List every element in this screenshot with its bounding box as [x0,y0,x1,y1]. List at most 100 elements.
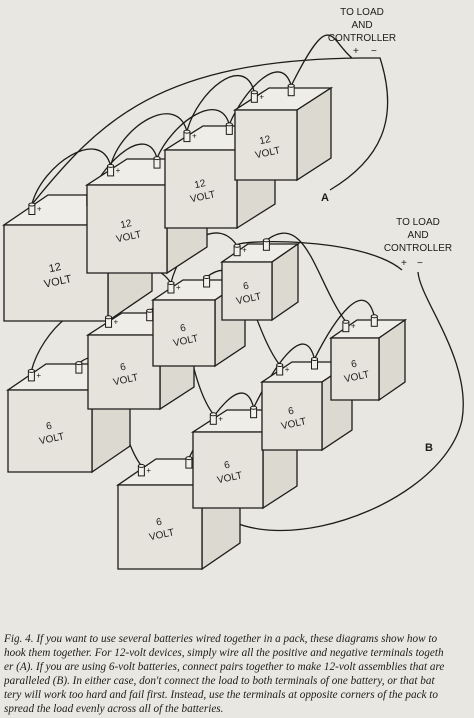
battery-b1-unit: VOLT [235,291,262,307]
battery-b3-front [87,334,161,410]
battery-b5-terminal-pos [342,319,350,333]
battery-b4-terminal-neg [75,361,83,374]
battery-a4-terminal-pos [28,202,36,215]
battery-b7-terminal-neg [250,405,258,419]
wire-a-load-neg [290,34,353,86]
battery-a2-front [164,149,238,229]
battery-b8-terminal-pos [137,463,145,477]
battery-b1-voltage: 6 [242,281,250,293]
battery-b8-terminal-neg [185,456,193,469]
wire-b-neg-1 [313,299,375,360]
batteries: +12VOLT+12VOLT+12VOLT+12VOLT+6VOLT+6VOLT… [1,83,408,571]
figure-label-b: B [425,442,433,454]
figure-caption: Fig. 4. If you want to use several batte… [4,632,470,716]
battery-b8-plus: + [146,466,151,475]
battery-a1-plus: + [259,92,264,101]
caption-line-4: paralleled (B). In either case, don't co… [4,675,435,687]
battery-b6-terminal-neg [311,357,318,370]
battery-a4-voltage: 12 [48,261,62,275]
battery-b6-front [261,381,323,451]
battery-b3-terminal-neg [146,308,154,322]
battery-b4-terminal-pos [27,368,35,382]
battery-b5-terminal-neg [370,314,378,327]
battery-a3-terminal-pos [107,163,115,177]
to-load-b-plus: + [401,258,407,269]
battery-b2-voltage: 6 [179,323,187,335]
battery-b3-unit: VOLT [112,372,139,388]
battery-b4-front [7,389,93,473]
battery-b5-voltage: 6 [350,359,358,371]
to-load-b-line2: AND [407,230,428,241]
battery-a3-plus: + [116,166,121,175]
battery-a4-unit: VOLT [43,273,73,291]
to-load-a-plus: + [353,46,359,57]
wire-a-pos-2 [109,113,188,167]
battery-b5-front [330,337,380,401]
wire-a-pos-1 [186,74,255,132]
battery-b3-terminal-pos [105,315,113,328]
battery-b6-terminal-pos [276,363,284,376]
battery-a3-front [86,184,168,274]
battery-b2-front [152,299,216,367]
battery-a2-terminal-neg [225,122,233,135]
to-load-a-line2: AND [351,20,372,31]
battery-b1-plus: + [242,246,247,255]
battery-b6-unit: VOLT [280,416,307,432]
battery-a1-terminal-pos [250,90,258,103]
battery-b1-terminal-neg [262,238,270,251]
wire-b-series-1 [266,232,347,323]
battery-a1-terminal-neg [287,83,295,97]
battery-a2-plus: + [192,132,197,141]
battery-a2-voltage: 12 [193,178,207,191]
battery-b4-plus: + [36,371,41,380]
wire-a-neg-2 [156,109,230,159]
wire-a-load-pos [31,57,389,205]
battery-a1-front [234,109,298,181]
to-load-b-minus: − [417,258,423,269]
battery-b8-unit: VOLT [148,527,175,543]
wire-b-load-pos [236,241,403,271]
to-load-a-minus: − [371,46,377,57]
labels: TO LOAD AND CONTROLLER + − A TO LOAD AND… [321,7,452,454]
battery-b2-terminal-pos [167,281,175,294]
caption-line-5: tery will work too hard and fail first. … [4,689,439,701]
battery-b6-voltage: 6 [287,406,295,418]
caption-line-1: Fig. 4. If you want to use several batte… [4,633,438,645]
battery-b6-plus: + [285,365,290,374]
to-load-b-line1: TO LOAD [396,217,440,228]
figure-label-a: A [321,192,329,204]
battery-b5-plus: + [351,322,356,331]
battery-a3-terminal-neg [153,156,161,169]
to-load-a-line3: CONTROLLER [328,33,396,44]
battery-a3-unit: VOLT [115,229,142,245]
battery-a1-unit: VOLT [254,145,281,161]
battery-b7-unit: VOLT [216,470,243,486]
battery-a1-voltage: 12 [258,134,272,147]
battery-b5-unit: VOLT [343,369,370,385]
battery-b3-plus: + [114,317,119,326]
battery-a4-plus: + [37,205,42,214]
battery-b1-terminal-pos [233,243,241,257]
battery-b7-terminal-pos [209,412,217,425]
battery-b7-front [192,431,264,509]
wire-b-neg-2 [253,343,316,408]
caption-line-6: spread the load evenly across all of the… [4,703,224,715]
battery-b7-plus: + [218,414,223,423]
battery-b4-unit: VOLT [38,431,65,447]
battery-a2-unit: VOLT [189,189,216,205]
battery-b2-plus: + [176,283,181,292]
to-load-b-line3: CONTROLLER [384,243,452,254]
caption-line-2: hook them together. For 12-volt devices,… [4,647,444,659]
battery-b2-terminal-neg [203,275,211,288]
battery-b8-front [117,484,203,570]
battery-b4-voltage: 6 [45,421,53,433]
battery-b2-unit: VOLT [172,333,199,349]
caption-line-3: er (A). If you are using 6-volt batterie… [4,661,445,673]
to-load-a-line1: TO LOAD [340,7,384,18]
battery-b8-voltage: 6 [155,517,163,529]
battery-a3-voltage: 12 [119,218,133,231]
battery-b7-voltage: 6 [223,460,231,472]
